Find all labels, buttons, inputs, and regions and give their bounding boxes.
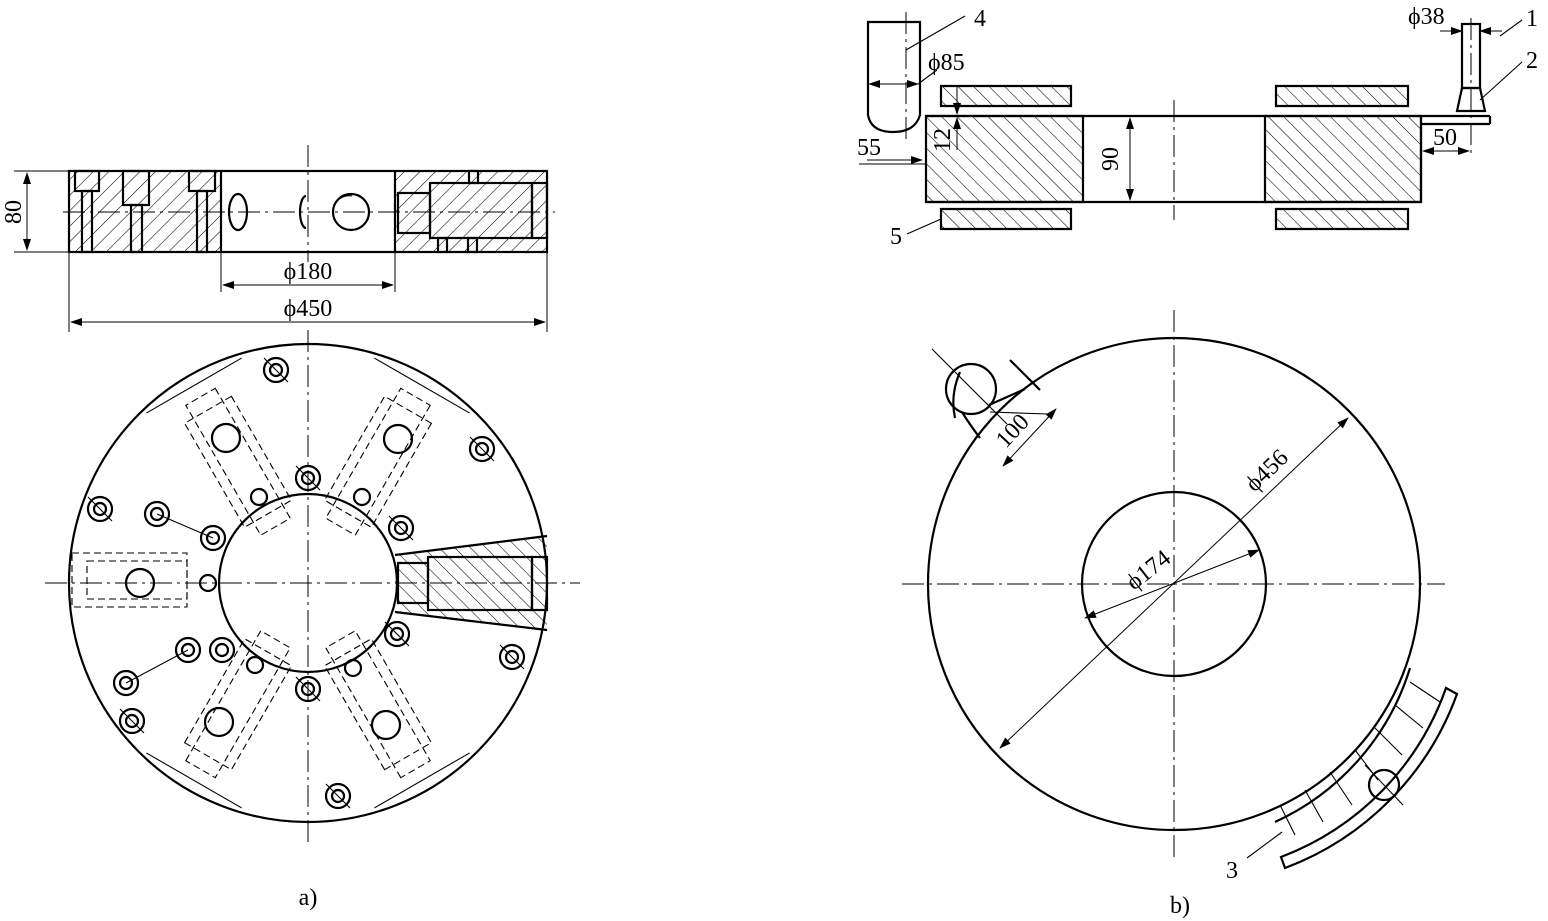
dim-12: 12 bbox=[930, 128, 956, 152]
dim-d456: ϕ456 bbox=[1241, 445, 1294, 497]
dim-d85: ϕ85 bbox=[928, 50, 965, 76]
caption-a: a) bbox=[299, 885, 318, 911]
dim-50: 50 bbox=[1433, 125, 1457, 151]
label-4: 4 bbox=[974, 6, 986, 32]
dim-55: 55 bbox=[857, 135, 881, 161]
dim-100: 100 bbox=[991, 409, 1035, 453]
dim-outer-450: ϕ450 bbox=[284, 296, 333, 322]
view-b-section: 4 1 2 5 ϕ38 ϕ85 55 12 90 50 bbox=[857, 4, 1538, 250]
label-3: 3 bbox=[1226, 858, 1238, 884]
view-a-section: 80 ϕ180 ϕ450 bbox=[1, 145, 555, 332]
dim-bore-180: ϕ180 bbox=[284, 259, 333, 285]
view-a-plan: a) bbox=[45, 330, 580, 911]
label-2: 2 bbox=[1526, 48, 1538, 74]
label-5: 5 bbox=[890, 224, 902, 250]
dim-height-80: 80 bbox=[1, 200, 27, 224]
label-1: 1 bbox=[1526, 6, 1538, 32]
dim-90: 90 bbox=[1098, 147, 1124, 171]
caption-b: b) bbox=[1170, 893, 1190, 919]
dim-d38: ϕ38 bbox=[1408, 4, 1445, 30]
dim-d174: ϕ174 bbox=[1122, 545, 1176, 595]
view-b-plan: 100 ϕ456 ϕ174 3 b) bbox=[902, 310, 1459, 919]
